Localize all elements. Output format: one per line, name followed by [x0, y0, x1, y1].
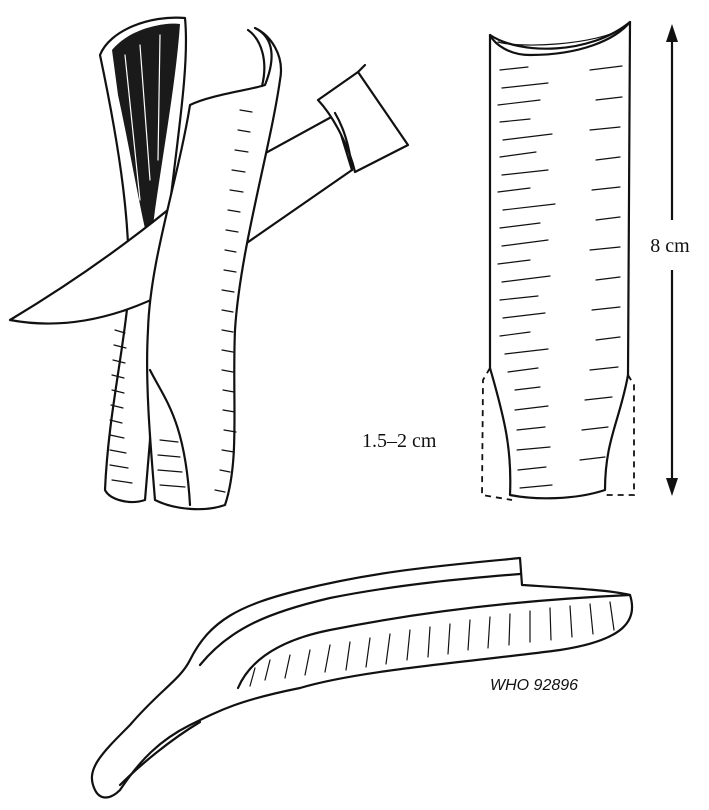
split-tube-drawing — [10, 18, 408, 510]
stem-length-label: 1.5–2 cm — [362, 430, 437, 452]
credit-label: WHO 92896 — [490, 677, 578, 694]
cut-splint-drawing: 8 cm 1.5–2 cm — [362, 22, 700, 500]
height-label: 8 cm — [650, 235, 690, 257]
curved-splint-drawing: WHO 92896 — [92, 558, 632, 798]
